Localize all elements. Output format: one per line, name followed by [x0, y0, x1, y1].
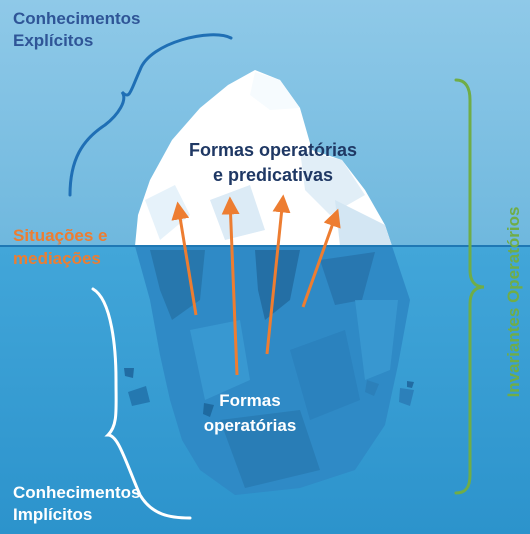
- brace-explicit: [68, 33, 233, 197]
- implicit-knowledge-label: Conhecimentos Implícitos: [13, 483, 141, 525]
- arrow-up-1: [171, 201, 198, 316]
- brace-invariants: [454, 78, 485, 495]
- situations-mediations-label: Situações e mediações: [13, 226, 108, 268]
- operative-forms-label: Formas operatórias: [203, 391, 297, 435]
- arrow-up-3: [265, 194, 291, 355]
- iceberg-fragments: [124, 368, 414, 417]
- operative-invariants-label: Invariantes Operatórios: [504, 206, 523, 398]
- iceberg-underwater: [135, 246, 410, 495]
- iceberg-tip: [135, 70, 392, 246]
- brace-implicit: [91, 287, 192, 520]
- arrows: [171, 194, 341, 376]
- arrow-up-4: [301, 208, 341, 308]
- arrow-up-2: [221, 196, 240, 376]
- operative-predicative-forms-label: Formas operatórias e predicativas: [188, 140, 358, 186]
- explicit-knowledge-label: Conhecimentos Explícitos: [13, 9, 141, 51]
